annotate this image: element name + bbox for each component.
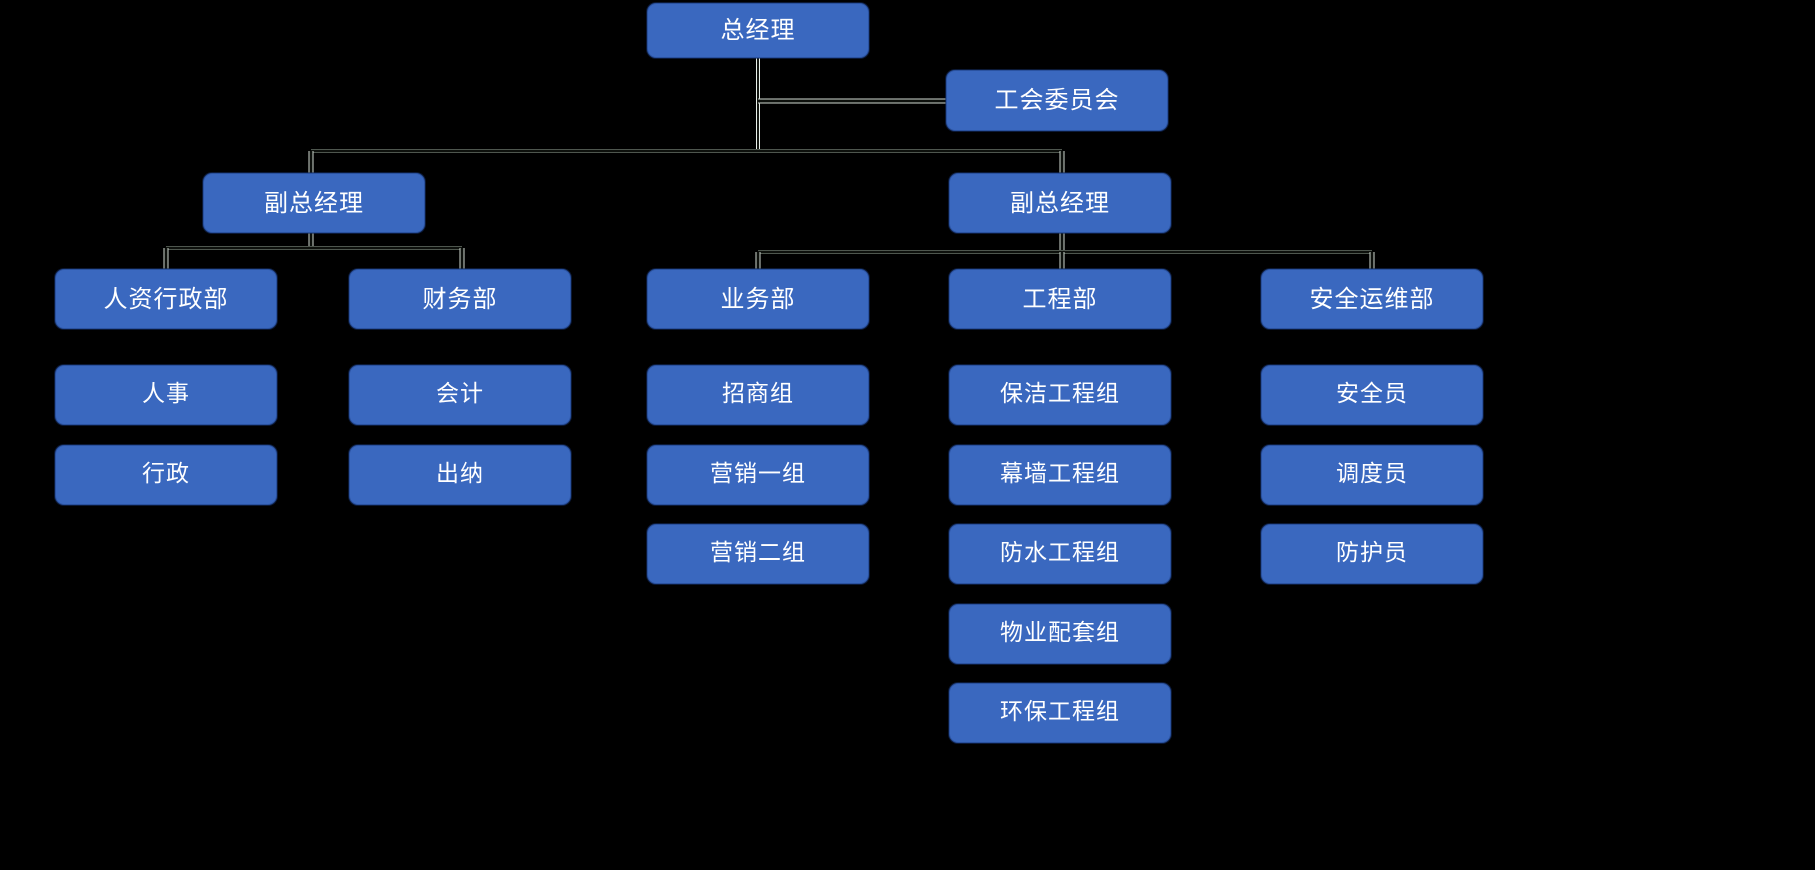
node-label: 安全运维部 bbox=[1309, 284, 1435, 313]
node-label: 工会委员会 bbox=[994, 86, 1120, 115]
node-dept-engineering[interactable]: 工程部 bbox=[949, 269, 1171, 329]
node-dept-business[interactable]: 业务部 bbox=[647, 269, 869, 329]
node-label: 财务部 bbox=[422, 284, 498, 313]
node-general-manager[interactable]: 总经理 bbox=[647, 3, 869, 58]
node-label: 人资行政部 bbox=[103, 284, 229, 313]
node-label: 出纳 bbox=[436, 461, 484, 488]
node-team-hr-administration[interactable]: 行政 bbox=[55, 445, 277, 505]
node-label: 招商组 bbox=[722, 381, 794, 408]
node-team-business-marketing-2[interactable]: 营销二组 bbox=[647, 524, 869, 584]
node-team-business-marketing-1[interactable]: 营销一组 bbox=[647, 445, 869, 505]
node-label: 工程部 bbox=[1022, 284, 1098, 313]
node-dept-safety-ops[interactable]: 安全运维部 bbox=[1261, 269, 1483, 329]
node-team-finance-cashier[interactable]: 出纳 bbox=[349, 445, 571, 505]
node-label: 幕墙工程组 bbox=[1000, 461, 1120, 488]
node-team-eng-curtain-wall[interactable]: 幕墙工程组 bbox=[949, 445, 1171, 505]
node-team-dispatcher[interactable]: 调度员 bbox=[1261, 445, 1483, 505]
node-dept-hr-admin[interactable]: 人资行政部 bbox=[55, 269, 277, 329]
node-vice-president-left[interactable]: 副总经理 bbox=[203, 173, 425, 233]
node-team-eng-waterproofing[interactable]: 防水工程组 bbox=[949, 524, 1171, 584]
node-label: 副总经理 bbox=[264, 188, 364, 217]
node-label: 副总经理 bbox=[1010, 188, 1110, 217]
node-label: 总经理 bbox=[720, 16, 796, 45]
node-label: 业务部 bbox=[720, 284, 796, 313]
node-dept-finance[interactable]: 财务部 bbox=[349, 269, 571, 329]
node-label: 营销二组 bbox=[710, 540, 806, 567]
node-union-committee[interactable]: 工会委员会 bbox=[946, 70, 1168, 131]
node-label: 人事 bbox=[142, 381, 190, 408]
node-label: 营销一组 bbox=[710, 461, 806, 488]
node-label: 防护员 bbox=[1336, 540, 1408, 567]
node-label: 物业配套组 bbox=[1000, 620, 1120, 647]
node-label: 行政 bbox=[142, 461, 190, 488]
node-label: 会计 bbox=[436, 381, 484, 408]
node-team-protection-officer[interactable]: 防护员 bbox=[1261, 524, 1483, 584]
node-label: 保洁工程组 bbox=[1000, 381, 1120, 408]
node-team-eng-environmental[interactable]: 环保工程组 bbox=[949, 683, 1171, 743]
node-team-finance-accounting[interactable]: 会计 bbox=[349, 365, 571, 425]
node-team-eng-property-support[interactable]: 物业配套组 bbox=[949, 604, 1171, 664]
node-label: 安全员 bbox=[1336, 381, 1408, 408]
node-label: 防水工程组 bbox=[1000, 540, 1120, 567]
node-team-eng-cleaning[interactable]: 保洁工程组 bbox=[949, 365, 1171, 425]
node-vice-president-right[interactable]: 副总经理 bbox=[949, 173, 1171, 233]
node-label: 调度员 bbox=[1336, 461, 1408, 488]
node-team-hr-personnel[interactable]: 人事 bbox=[55, 365, 277, 425]
node-label: 环保工程组 bbox=[1000, 699, 1120, 726]
node-team-safety-officer[interactable]: 安全员 bbox=[1261, 365, 1483, 425]
node-team-business-investment[interactable]: 招商组 bbox=[647, 365, 869, 425]
